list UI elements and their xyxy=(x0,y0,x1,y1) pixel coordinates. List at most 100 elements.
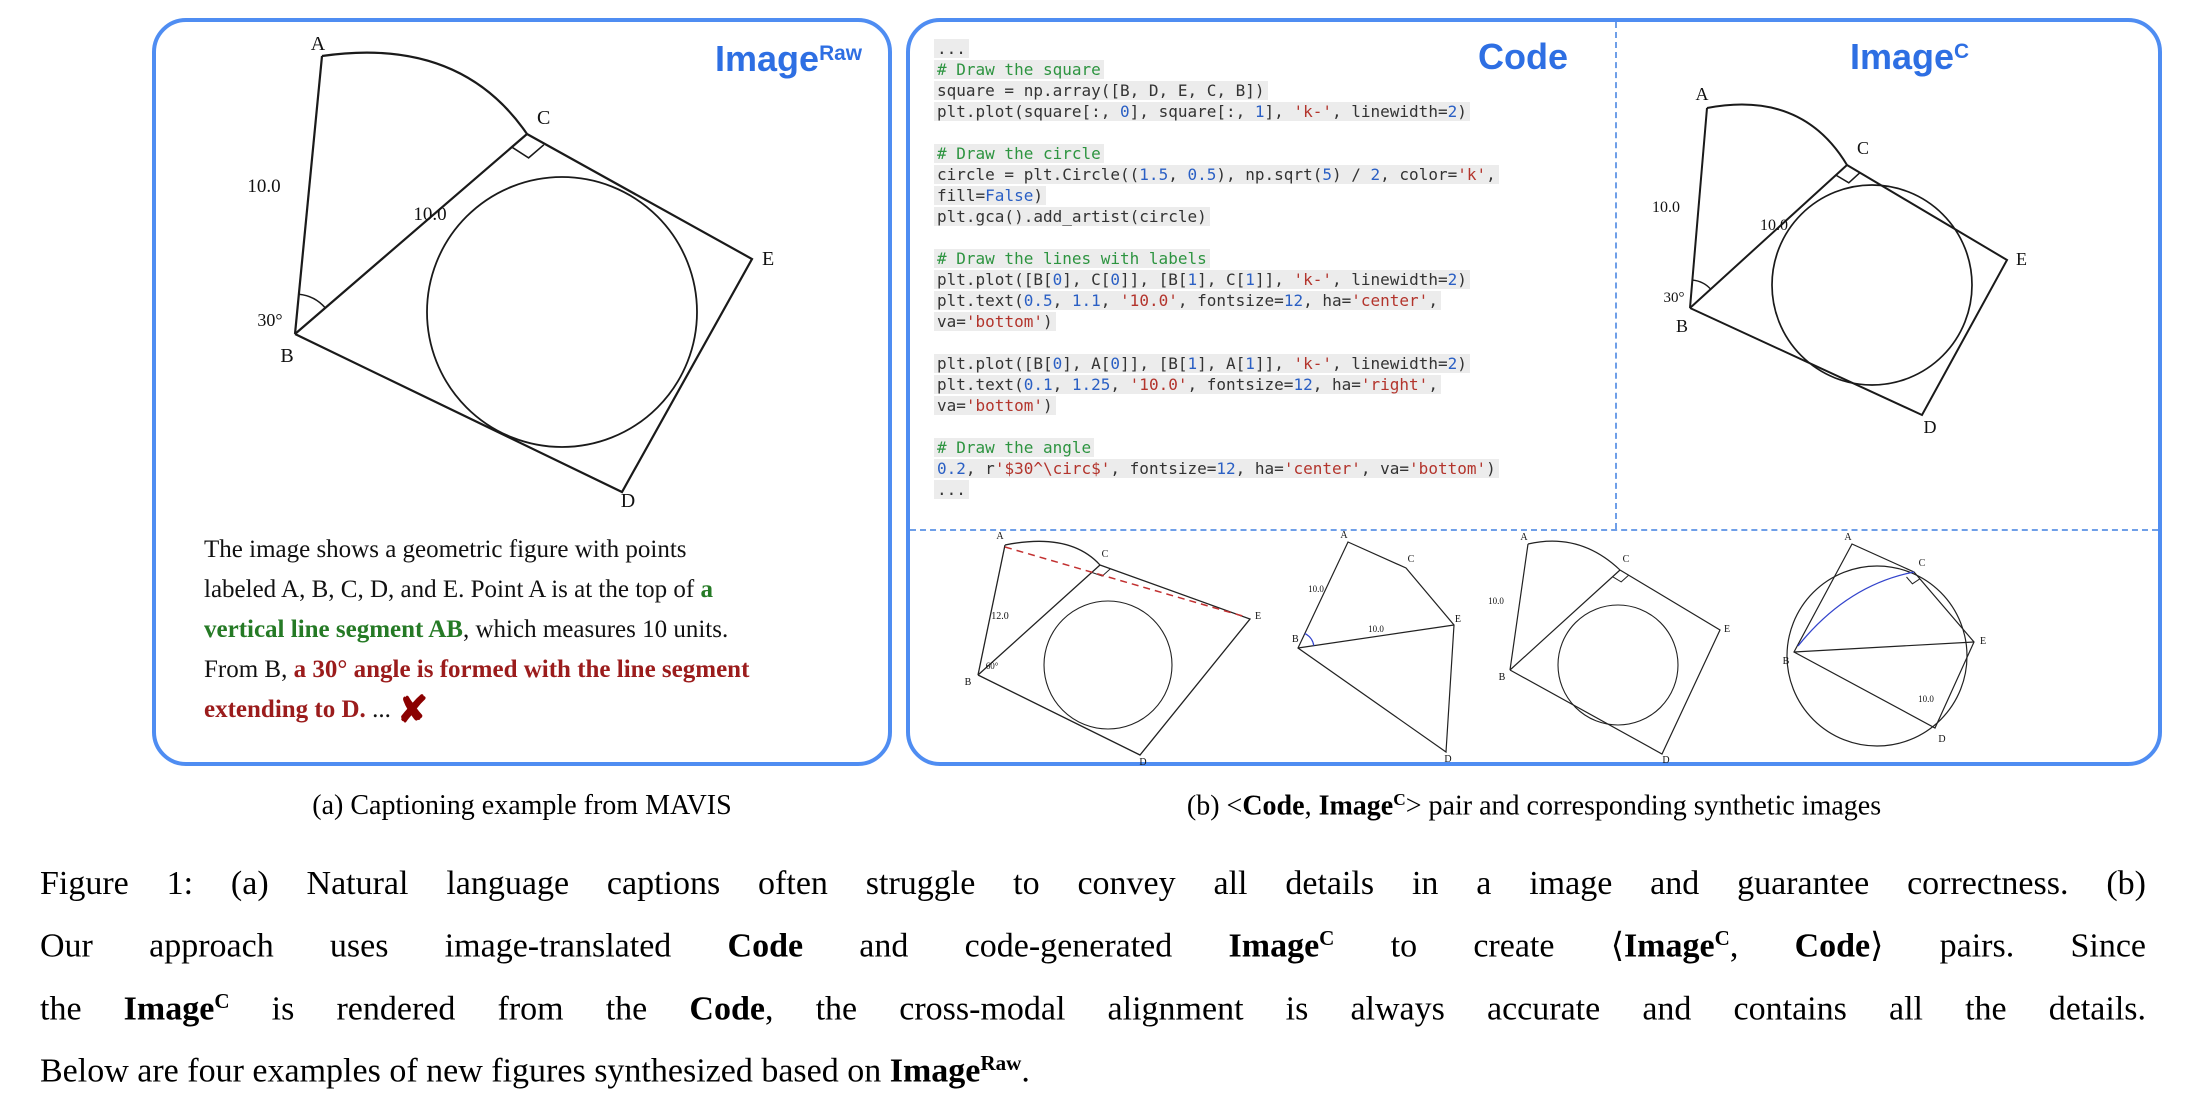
point-label-a: A xyxy=(996,531,1004,542)
text-segment: a xyxy=(700,576,714,603)
synthetic-figure-1: A C E D B 12.0 60° xyxy=(965,531,1261,767)
code-line xyxy=(934,227,1602,248)
text-segment: C xyxy=(214,988,230,1013)
synthetic-figure-3: A C E D B 10.0 xyxy=(1488,532,1730,765)
text-line: From B, a 30° angle is formed with the l… xyxy=(204,650,868,690)
code-line: circle = plt.Circle((1.5, 0.5), np.sqrt(… xyxy=(934,164,1602,185)
code-token: , ha= xyxy=(1235,459,1284,478)
text-line: The image shows a geometric figure with … xyxy=(204,530,868,570)
code-line: plt.plot(square[:, 0], square[:, 1], 'k-… xyxy=(934,101,1602,122)
code-line xyxy=(934,416,1602,437)
angle-arc xyxy=(1692,279,1712,290)
angle-label: 60° xyxy=(986,661,999,671)
code-line: plt.gca().add_artist(circle) xyxy=(934,206,1602,227)
code-token: ) / xyxy=(1331,165,1371,184)
code-token: 1 xyxy=(1254,102,1265,121)
text-segment: Code xyxy=(689,990,765,1028)
code-line: 0.2, r'$30^\circ$', fontsize=12, ha='cen… xyxy=(934,458,1602,479)
text-line: (b) <Code, ImageC> pair and correspondin… xyxy=(906,790,2162,823)
length-label: 10.0 xyxy=(1918,694,1934,704)
code-line-content: plt.plot([B[0], C[0]], [B[1], C[1]], 'k-… xyxy=(934,270,1470,289)
figure-lines xyxy=(1509,540,1721,755)
code-token: '10.0' xyxy=(1129,375,1188,394)
point-label-c: C xyxy=(537,107,550,129)
code-token: '10.0' xyxy=(1120,291,1178,310)
vertical-dashed-divider xyxy=(1615,22,1617,529)
code-line: fill=False) xyxy=(934,185,1602,206)
point-label-d: D xyxy=(1139,757,1146,767)
code-line-content: # Draw the lines with labels xyxy=(934,249,1210,268)
text-segment: and code-generated xyxy=(803,927,1229,965)
code-token: 'k-' xyxy=(1293,102,1332,121)
point-label-c: C xyxy=(1857,138,1869,158)
code-token: 'k-' xyxy=(1293,270,1332,289)
code-line-content: va='bottom') xyxy=(934,312,1056,331)
text-segment: (b) < xyxy=(1186,790,1243,822)
text-line: the ImageC is rendered from the Code, th… xyxy=(40,974,2146,1037)
code-line-content: 0.2, r'$30^\circ$', fontsize=12, ha='cen… xyxy=(934,459,1499,478)
text-line: Figure 1: (a) Natural language captions … xyxy=(40,856,2146,911)
point-label-c: C xyxy=(1623,554,1630,565)
code-token: 1 xyxy=(1245,270,1255,289)
code-token: 2 xyxy=(1447,270,1458,289)
code-token: # Draw the square xyxy=(937,60,1101,79)
point-label-d: D xyxy=(621,490,635,509)
code-token: plt.text( xyxy=(937,291,1024,310)
code-token: circle = plt.Circle(( xyxy=(937,165,1140,184)
code-token: , r xyxy=(965,459,995,478)
text-segment: ... xyxy=(365,696,398,723)
code-token: 12 xyxy=(1283,291,1304,310)
code-line: ... xyxy=(934,479,1602,500)
text-line: labeled A, B, C, D, and E. Point A is at… xyxy=(204,570,868,610)
code-token: 0 xyxy=(1120,102,1130,121)
code-line: square = np.array([B, D, E, C, B]) xyxy=(934,80,1602,101)
length-label-bc: 10.0 xyxy=(413,204,446,225)
code-token: 'center' xyxy=(1351,291,1429,310)
code-token: ], square[:, xyxy=(1129,102,1255,121)
code-token: ) xyxy=(1457,354,1467,373)
code-token: plt.text( xyxy=(937,375,1024,394)
code-token: ]], xyxy=(1254,270,1294,289)
code-token: 1.1 xyxy=(1071,291,1101,310)
text-segment: Image xyxy=(1623,927,1715,965)
code-token: ) xyxy=(1033,186,1043,205)
right-angle-marker xyxy=(511,144,545,159)
figure-lines xyxy=(1786,543,1975,747)
angle-arc xyxy=(298,293,326,309)
code-line-content: ... xyxy=(934,480,969,499)
code-line-content: # Draw the square xyxy=(934,60,1104,79)
code-token: False xyxy=(985,186,1034,205)
point-label-c: C xyxy=(1408,554,1415,565)
code-token: 1.25 xyxy=(1071,375,1111,394)
code-token: 0 xyxy=(1110,270,1121,289)
figure-lines xyxy=(1297,541,1455,754)
code-token: , xyxy=(1100,291,1121,310)
code-line: va='bottom') xyxy=(934,311,1602,332)
code-token: , color= xyxy=(1380,165,1458,184)
code-token: , ha= xyxy=(1312,375,1361,394)
code-token: plt.plot([B[ xyxy=(937,354,1053,373)
point-label-d: D xyxy=(1444,754,1451,765)
code-token: , xyxy=(1428,375,1438,394)
point-label-d: D xyxy=(1924,417,1937,437)
code-token: , xyxy=(1428,291,1438,310)
code-token: 'right' xyxy=(1360,375,1429,394)
code-token: ], A[ xyxy=(1197,354,1246,373)
text-segment: > pair and corresponding synthetic image… xyxy=(1405,790,1882,822)
code-token: ], C[ xyxy=(1062,270,1111,289)
image-c-label-sup: C xyxy=(1954,40,1970,64)
code-token: ) xyxy=(1042,312,1053,331)
length-label-ab: 10.0 xyxy=(1652,199,1680,216)
angle-label-b: 30° xyxy=(1664,290,1685,306)
point-label-b: B xyxy=(965,677,972,688)
code-line: plt.text(0.1, 1.25, '10.0', fontsize=12,… xyxy=(934,374,1602,395)
code-token: , fontsize= xyxy=(1187,375,1294,394)
text-segment: Our approach uses image-translated xyxy=(40,927,728,965)
code-line-content: plt.gca().add_artist(circle) xyxy=(934,207,1210,226)
code-token: ], xyxy=(1264,102,1294,121)
raw-geometry-figure: A B C E D 10.0 10.0 30° xyxy=(247,34,774,509)
text-segment: vertical line segment AB xyxy=(204,616,463,643)
code-token: '$30^\circ$' xyxy=(994,459,1111,478)
